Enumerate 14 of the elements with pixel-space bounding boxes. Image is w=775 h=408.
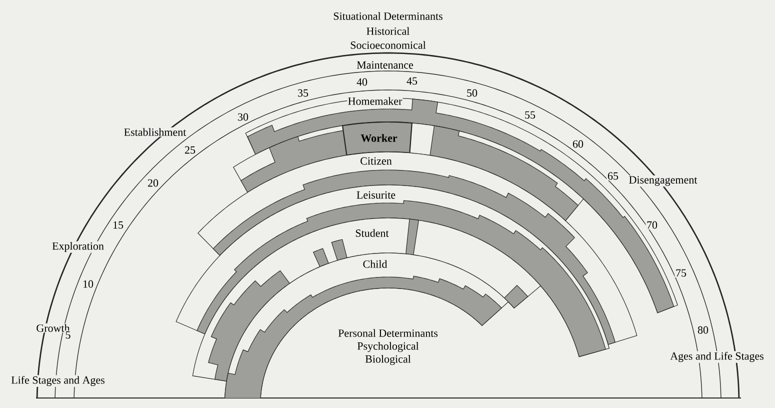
age-number: 75 [674,268,688,278]
age-number: 25 [184,146,196,154]
determinant-label: Biological [364,354,412,366]
age-number: 15 [112,220,124,230]
axis-label: Ages and Life Stages [669,351,765,363]
age-number: 55 [524,110,536,120]
stage-label: Exploration [51,241,105,253]
stage-label: Maintenance [356,60,414,70]
age-number: 45 [406,76,418,86]
axis-label: Life Stages and Ages [10,375,106,387]
stage-label: Disengagement [628,175,698,187]
node-label: Child [363,260,388,268]
age-number: 65 [606,172,620,180]
age-number: 35 [296,88,310,98]
